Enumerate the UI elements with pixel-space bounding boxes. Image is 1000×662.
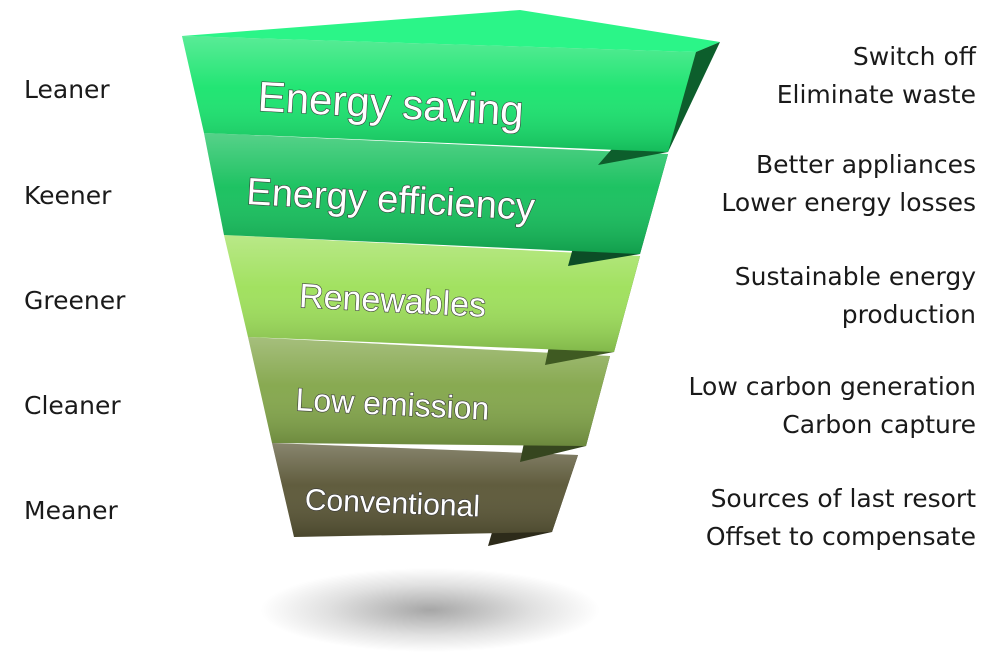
description-line: Lower energy losses: [721, 188, 976, 217]
left-label-keener: Keener: [24, 181, 112, 210]
tier-energy-saving: Energy saving: [182, 10, 720, 165]
left-label-meaner: Meaner: [24, 496, 118, 525]
tier-energy-efficiency: Energy efficiency: [204, 133, 668, 266]
description-energy-saving: Switch off Eliminate waste: [656, 38, 976, 114]
description-line: production: [841, 300, 976, 329]
description-low-emission: Low carbon generation Carbon capture: [656, 368, 976, 444]
description-renewables: Sustainable energy production: [656, 258, 976, 334]
funnel-shadow: [260, 568, 600, 652]
tier-front-sheen: [224, 235, 640, 352]
left-label-cleaner: Cleaner: [24, 391, 121, 420]
description-line: Low carbon generation: [688, 372, 976, 401]
tier-title: Conventional: [304, 484, 480, 524]
description-energy-efficiency: Better appliances Lower energy losses: [656, 146, 976, 222]
description-line: Switch off: [852, 42, 976, 71]
tier-conventional: Conventional: [272, 443, 578, 546]
tier-front-sheen: [204, 133, 668, 254]
description-line: Better appliances: [755, 150, 976, 179]
tier-front-sheen: [248, 337, 610, 446]
description-line: Sustainable energy: [734, 262, 976, 291]
tier-top-face: [182, 10, 720, 52]
description-conventional: Sources of last resort Offset to compens…: [656, 480, 976, 556]
description-line: Carbon capture: [782, 410, 976, 439]
description-line: Sources of last resort: [710, 484, 976, 513]
left-label-leaner: Leaner: [24, 75, 110, 104]
description-line: Eliminate waste: [776, 80, 976, 109]
tier-front-sheen: [182, 36, 696, 152]
tier-renewables: Renewables: [224, 235, 640, 365]
left-label-greener: Greener: [24, 286, 126, 315]
tier-front-sheen: [272, 443, 578, 537]
tier-low-emission: Low emission: [248, 337, 610, 462]
description-line: Offset to compensate: [705, 522, 976, 551]
